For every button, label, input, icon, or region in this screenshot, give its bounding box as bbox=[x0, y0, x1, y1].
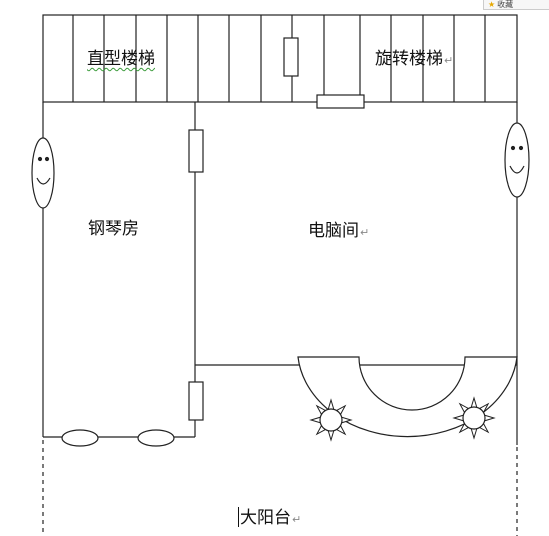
star-icon: ★ bbox=[488, 0, 496, 9]
stair-door[interactable] bbox=[283, 37, 299, 77]
stair-treads bbox=[72, 15, 486, 102]
return-mark-icon: ↵ bbox=[444, 54, 454, 67]
collect-badge-label: 收藏 bbox=[497, 0, 514, 9]
sun-core bbox=[462, 406, 486, 430]
balcony-label-wrap: 大阳台↵ bbox=[238, 503, 301, 528]
smiley-face-icon bbox=[504, 122, 530, 198]
piano-room-label: 钢琴房 bbox=[88, 219, 139, 239]
return-mark-icon: ↵ bbox=[292, 513, 302, 526]
spiral-stairs-label: 旋转楼梯 bbox=[375, 49, 443, 69]
sun-icon bbox=[452, 396, 496, 440]
straight-stairs-label: 直型楼梯 bbox=[87, 49, 155, 69]
return-mark-icon: ↵ bbox=[360, 226, 370, 239]
balcony-door[interactable] bbox=[188, 381, 204, 421]
collect-badge[interactable]: ★收藏 bbox=[483, 0, 549, 10]
right-oval-lamp bbox=[137, 429, 175, 447]
spiral-stair-door[interactable] bbox=[316, 94, 365, 109]
spiral-stairs-label-wrap: 旋转楼梯↵ bbox=[375, 44, 453, 69]
smiley-face-icon bbox=[31, 137, 55, 209]
text-cursor bbox=[238, 507, 239, 527]
stair-band bbox=[42, 14, 518, 103]
computer-room-label: 电脑间 bbox=[308, 221, 359, 241]
balcony-label: 大阳台 bbox=[240, 508, 291, 528]
computer-room-label-wrap: 电脑间↵ bbox=[308, 216, 369, 241]
sun-icon bbox=[309, 398, 353, 442]
left-oval-lamp bbox=[61, 429, 99, 447]
sun-core bbox=[319, 408, 343, 432]
piano-room-door[interactable] bbox=[188, 129, 204, 173]
